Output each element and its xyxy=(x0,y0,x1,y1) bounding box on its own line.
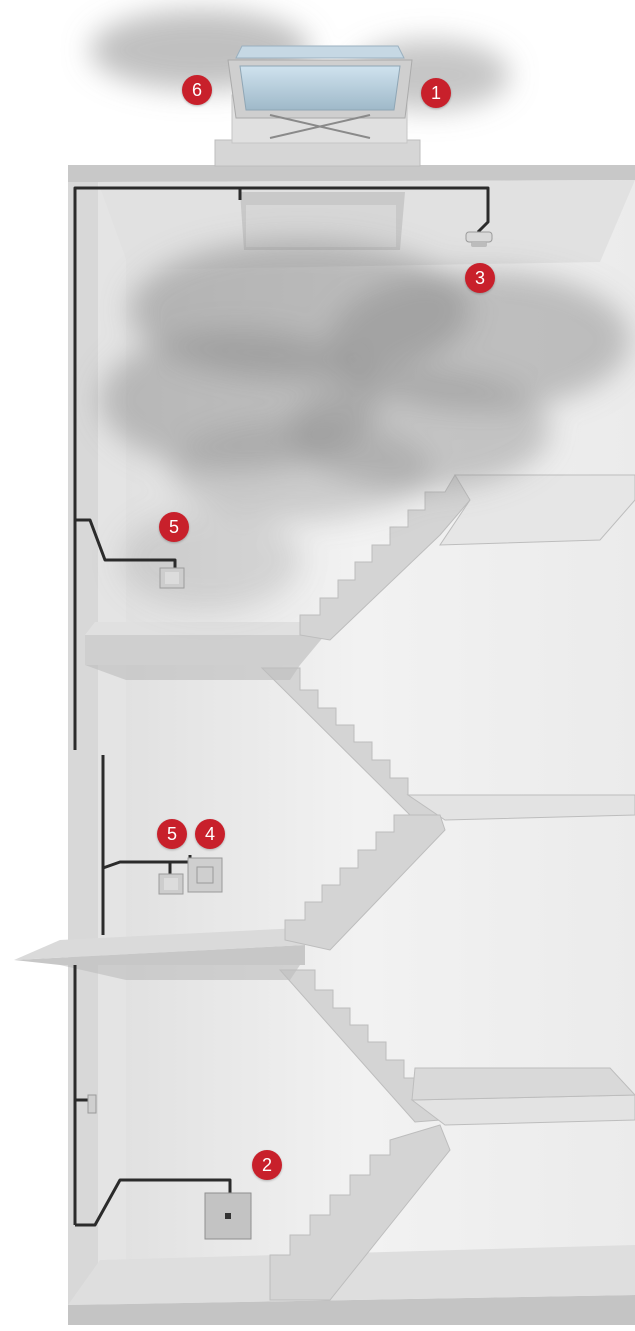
roof-slab xyxy=(68,165,635,182)
callout-control-panel: 2 xyxy=(252,1150,282,1180)
mid-landing-2-top xyxy=(412,1068,635,1100)
vent-dome xyxy=(236,46,404,58)
fire-alarm-button xyxy=(188,858,222,892)
mid-landing-1 xyxy=(408,795,635,820)
callout-vent-button-mid: 5 xyxy=(157,819,187,849)
left-wall-inner xyxy=(98,180,126,1320)
left-wall xyxy=(68,165,98,1325)
wall-switch-ground xyxy=(88,1095,96,1113)
roof-vent xyxy=(215,46,420,166)
callout-fire-alarm-button: 4 xyxy=(195,819,225,849)
vent-glass xyxy=(240,66,400,110)
callout-vent-button-top: 5 xyxy=(159,512,189,542)
control-panel xyxy=(205,1193,251,1239)
floor-slab-1-top xyxy=(85,622,330,635)
vent-curb xyxy=(215,140,420,166)
floor-slab-1 xyxy=(85,635,325,665)
callout-rain-wind-sensor: 6 xyxy=(182,75,212,105)
callout-roof-vent: 1 xyxy=(421,78,451,108)
callout-smoke-detector: 3 xyxy=(465,263,495,293)
